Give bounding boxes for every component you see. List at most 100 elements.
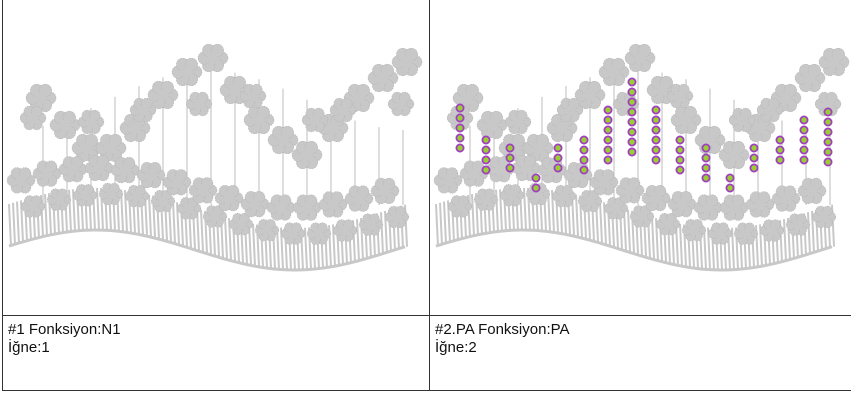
needle-label-2: İğne:2 [435, 339, 477, 356]
stitch-marker [455, 123, 465, 133]
flower-motif [670, 105, 702, 135]
flower-motif [546, 113, 578, 143]
stitch-marker [481, 135, 491, 145]
flower-motif [344, 185, 374, 212]
flower-motif [32, 160, 62, 187]
stitch-marker [823, 147, 833, 157]
flower-motif [291, 140, 323, 170]
flower-motif [185, 91, 213, 117]
stitch-marker [627, 117, 637, 127]
flower-motif [280, 222, 306, 245]
stitch-marker [455, 143, 465, 153]
stitch-marker [749, 153, 759, 163]
flower-motif [499, 184, 525, 207]
stitch-marker [531, 183, 541, 193]
stitch-marker [579, 145, 589, 155]
flower-motif [370, 177, 400, 205]
stitch-marker [701, 163, 711, 173]
flower-motif [318, 191, 348, 218]
stitch-marker [799, 155, 809, 165]
flower-motif [147, 80, 179, 110]
stitch-marker [627, 147, 637, 157]
flower-motif [197, 43, 229, 73]
flower-motif [266, 194, 296, 221]
flower-motif [574, 80, 606, 110]
stitch-marker [725, 183, 735, 193]
flower-motif [49, 110, 81, 140]
flower-motif [733, 222, 759, 245]
stitch-marker [553, 163, 563, 173]
flower-motif [745, 191, 775, 218]
flower-motif [785, 213, 811, 236]
stitch-marker [627, 97, 637, 107]
stitch-marker [701, 143, 711, 153]
flower-motif [603, 197, 629, 220]
stitch-marker [627, 87, 637, 97]
flower-motif [150, 189, 176, 213]
stitch-marker [749, 143, 759, 153]
flower-motif [473, 188, 499, 211]
flower-motif [511, 154, 541, 182]
stitch-marker [651, 125, 661, 135]
flower-motif [72, 184, 98, 207]
flower-motif [522, 133, 554, 163]
stitch-marker [799, 115, 809, 125]
flower-motif [655, 212, 681, 236]
flower-motif [292, 194, 322, 221]
flower-motif [391, 47, 423, 77]
flower-motif [329, 97, 357, 123]
stitch-marker [627, 77, 637, 87]
flower-motif [228, 212, 254, 236]
lace-border [433, 43, 850, 272]
stitch-marker [651, 155, 661, 165]
flower-motif [358, 213, 384, 236]
flower-motif [384, 205, 410, 229]
flower-motif [77, 109, 105, 135]
flower-motif [771, 185, 801, 212]
flower-motif [58, 156, 88, 183]
flower-motif [332, 219, 358, 242]
stitch-marker [627, 137, 637, 147]
embroidery-pattern-2 [433, 43, 850, 272]
flower-motif [624, 43, 656, 73]
stitch-marker [775, 155, 785, 165]
stitch-marker [701, 153, 711, 163]
flower-motif [667, 191, 697, 218]
stitch-marker [505, 153, 515, 163]
function-label-2: #2.PA Fonksiyon:PA [435, 321, 570, 338]
flower-motif [254, 219, 280, 242]
flower-motif [95, 133, 127, 163]
stitch-marker [823, 127, 833, 137]
flower-motif [756, 97, 784, 123]
stitch-marker [749, 163, 759, 173]
stitch-marker [651, 135, 661, 145]
design-preview-1[interactable] [2, 0, 430, 316]
stitch-marker [603, 105, 613, 115]
stitch-marker [799, 125, 809, 135]
stitch-marker [505, 143, 515, 153]
design-preview-2[interactable] [429, 0, 851, 316]
flower-motif [124, 184, 150, 208]
stitch-markers [455, 77, 833, 193]
stitch-marker [701, 173, 711, 183]
stitch-marker [481, 165, 491, 175]
stitch-marker [603, 115, 613, 125]
flower-motif [563, 161, 593, 189]
flower-motif [243, 105, 275, 135]
flower-motif [598, 57, 630, 87]
stitch-marker [579, 155, 589, 165]
flower-motif [719, 194, 749, 221]
embroidery-pattern-1 [6, 43, 423, 272]
stitch-marker [823, 137, 833, 147]
stitch-marker [651, 105, 661, 115]
flower-motif [301, 107, 329, 133]
stitch-marker [823, 117, 833, 127]
flower-motif [306, 222, 332, 245]
stitch-marker [603, 145, 613, 155]
stitch-marker [627, 127, 637, 137]
flower-motif [214, 185, 244, 212]
stitch-marker [579, 135, 589, 145]
flower-motif [129, 97, 157, 123]
flower-motif [556, 97, 584, 123]
